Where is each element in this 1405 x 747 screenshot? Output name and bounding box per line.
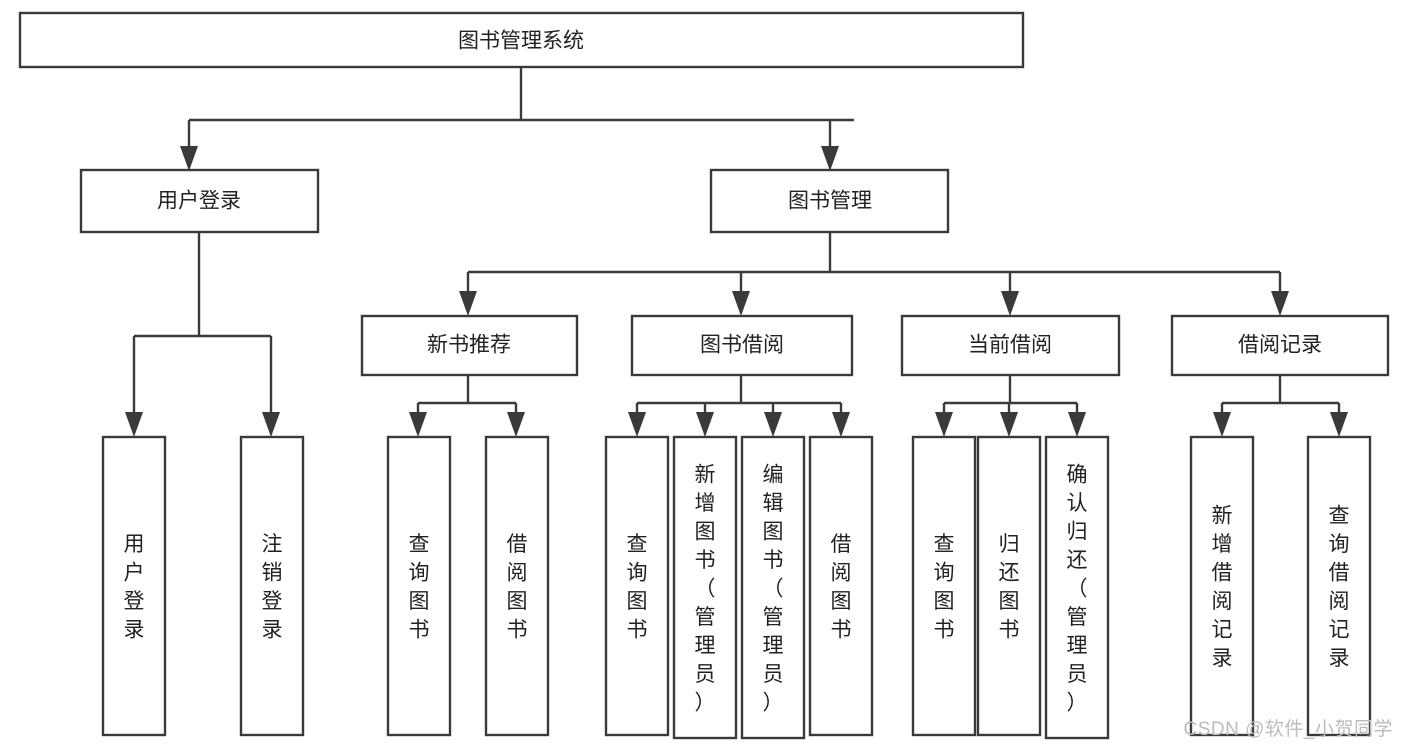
node-leaf-borrow-book-1-label: 借阅图书 (507, 533, 528, 642)
node-leaf-borrow-book-2-label: 借阅图书 (831, 533, 852, 642)
node-current-borrow-label: 当前借阅 (968, 334, 1052, 357)
connector-root-to-level1 (180, 67, 854, 171)
node-user-login[interactable]: 用户登录 (79, 168, 320, 234)
connector-currentborrow-to-leaves (935, 375, 1086, 437)
node-leaf-add-record[interactable]: 新增借阅记录 (1189, 435, 1255, 737)
node-leaf-borrow-book-2[interactable]: 借阅图书 (808, 435, 874, 737)
node-leaf-query-book-1-label: 查询图书 (409, 533, 430, 642)
node-leaf-add-book-label: 新增图书（管理员） (695, 463, 716, 714)
node-leaf-return-book-label: 归还图书 (999, 533, 1020, 642)
node-leaf-query-book-3[interactable]: 查询图书 (911, 435, 977, 737)
node-leaf-confirm-return-label: 确认归还（管理员） (1067, 463, 1088, 714)
node-leaf-return-book[interactable]: 归还图书 (976, 435, 1042, 737)
node-leaf-query-book-3-label: 查询图书 (934, 533, 955, 642)
node-leaf-user-logout[interactable]: 注销登录 (239, 435, 305, 737)
node-leaf-add-book[interactable]: 新增图书（管理员） (672, 435, 738, 740)
node-leaf-user-logout-label: 注销登录 (262, 533, 283, 642)
node-leaf-user-login[interactable]: 用户登录 (101, 435, 167, 737)
node-leaf-edit-book-label: 编辑图书（管理员） (763, 463, 784, 714)
node-new-book-recommend-label: 新书推荐 (427, 334, 511, 357)
node-leaf-edit-book[interactable]: 编辑图书（管理员） (740, 435, 806, 740)
node-book-manage-label: 图书管理 (788, 190, 872, 213)
node-leaf-user-login-label: 用户登录 (124, 533, 145, 642)
connector-bookmanage-to-level2 (459, 232, 1289, 316)
node-user-login-label: 用户登录 (157, 190, 241, 213)
node-leaf-add-record-label: 新增借阅记录 (1212, 505, 1233, 671)
node-leaf-query-record[interactable]: 查询借阅记录 (1306, 435, 1372, 737)
node-leaf-query-book-2[interactable]: 查询图书 (604, 435, 670, 737)
node-leaf-query-book-1[interactable]: 查询图书 (386, 435, 452, 737)
node-borrow-record[interactable]: 借阅记录 (1170, 314, 1390, 377)
node-root-label: 图书管理系统 (458, 30, 584, 53)
node-leaf-borrow-book-1[interactable]: 借阅图书 (484, 435, 550, 737)
connector-newbook-to-leaves (409, 375, 525, 437)
connector-bookborrow-to-leaves (628, 375, 850, 437)
node-book-borrow[interactable]: 图书借阅 (630, 314, 854, 377)
connector-userlogin-to-leaves (125, 232, 280, 437)
connector-borrowrecord-to-leaves (1213, 375, 1348, 437)
node-book-borrow-label: 图书借阅 (700, 334, 784, 357)
node-leaf-query-record-label: 查询借阅记录 (1329, 505, 1350, 671)
node-new-book-recommend[interactable]: 新书推荐 (360, 314, 579, 377)
node-leaf-confirm-return[interactable]: 确认归还（管理员） (1044, 435, 1110, 740)
node-leaf-query-book-2-label: 查询图书 (627, 533, 648, 642)
node-borrow-record-label: 借阅记录 (1238, 334, 1322, 357)
node-root[interactable]: 图书管理系统 (18, 11, 1025, 69)
node-current-borrow[interactable]: 当前借阅 (900, 314, 1121, 377)
node-book-manage[interactable]: 图书管理 (709, 168, 950, 234)
